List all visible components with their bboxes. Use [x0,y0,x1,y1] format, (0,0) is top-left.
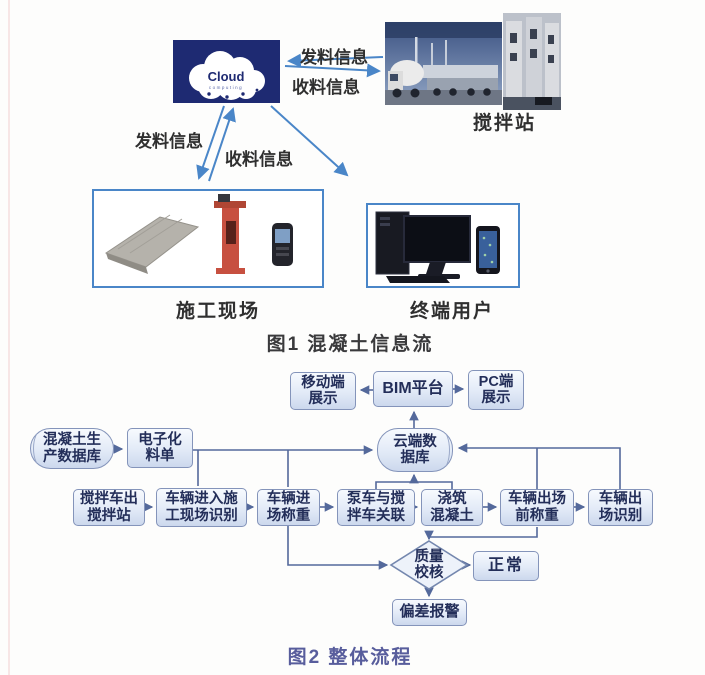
bracket-pump-pour-up [375,481,453,489]
terminal-user-box [366,203,520,288]
node-quality-check-label: 质量 校核 [414,549,444,581]
label-dispatch-info-left: 发料信息 [135,132,203,151]
cloud-subword: computing [209,85,243,90]
arrow-cloud-to-terminal [270,105,349,177]
label-construction-site: 施工现场 [176,301,261,322]
arrow-station-to-cloud [287,53,384,68]
node-enter-site-id: 车辆进入施 工现场识别 [156,488,247,527]
arrow-cloud-to-site [196,105,225,180]
node-pour-concrete: 浇筑 混凝土 [421,489,483,526]
construction-site-illustration [104,194,293,274]
node-deviation-alarm: 偏差报警 [392,599,467,626]
node-mobile-display: 移动端 展示 [290,372,356,410]
label-dispatch-info-top: 发料信息 [300,48,368,67]
arrow-exitweigh-to-quality [424,527,538,541]
figure2-caption: 图2 整体流程 [287,647,413,668]
node-pump-mixer-link: 泵车与搅 拌车关联 [337,489,415,526]
mixing-station-photo [385,13,561,110]
arrow-site-to-cloud [208,107,236,182]
label-terminal-user: 终端用户 [410,301,495,322]
node-cloud-database: 云端数 据库 [377,428,453,472]
label-receive-info-top: 收料信息 [292,78,360,97]
node-entrance-weighing: 车辆进 场称重 [257,489,320,526]
mixing-station-illustration [385,13,561,110]
cloud-word: Cloud [208,69,245,84]
node-leave-station: 搅拌车出 搅拌站 [73,489,145,526]
figure1-caption: 图1 混凝土信息流 [266,334,434,355]
label-mixing-station: 搅拌站 [473,113,537,134]
arrow-cloud-to-station [284,63,381,78]
node-electronic-ticket: 电子化 料单 [127,428,193,468]
node-production-database: 混凝土生 产数据库 [30,428,114,469]
terminal-user-illustration [375,211,500,283]
construction-site-box [92,189,324,288]
node-exit-weighing: 车辆出场 前称重 [500,489,574,526]
node-exit-id: 车辆出 场识别 [588,489,653,526]
node-pc-display: PC端 展示 [468,370,524,410]
node-bim-platform: BIM平台 [373,371,453,407]
scan-artifact-line [8,0,10,675]
node-normal: 正常 [473,551,539,581]
arrow-enterweigh-to-quality [287,526,389,570]
cloud-computing-image: Cloud computing [173,40,280,103]
cloud-icon: Cloud computing [189,51,265,100]
quality-check-diamond [389,540,469,590]
arrow-exitid-to-clouddb [457,443,621,489]
label-receive-info-left: 收料信息 [225,150,293,169]
